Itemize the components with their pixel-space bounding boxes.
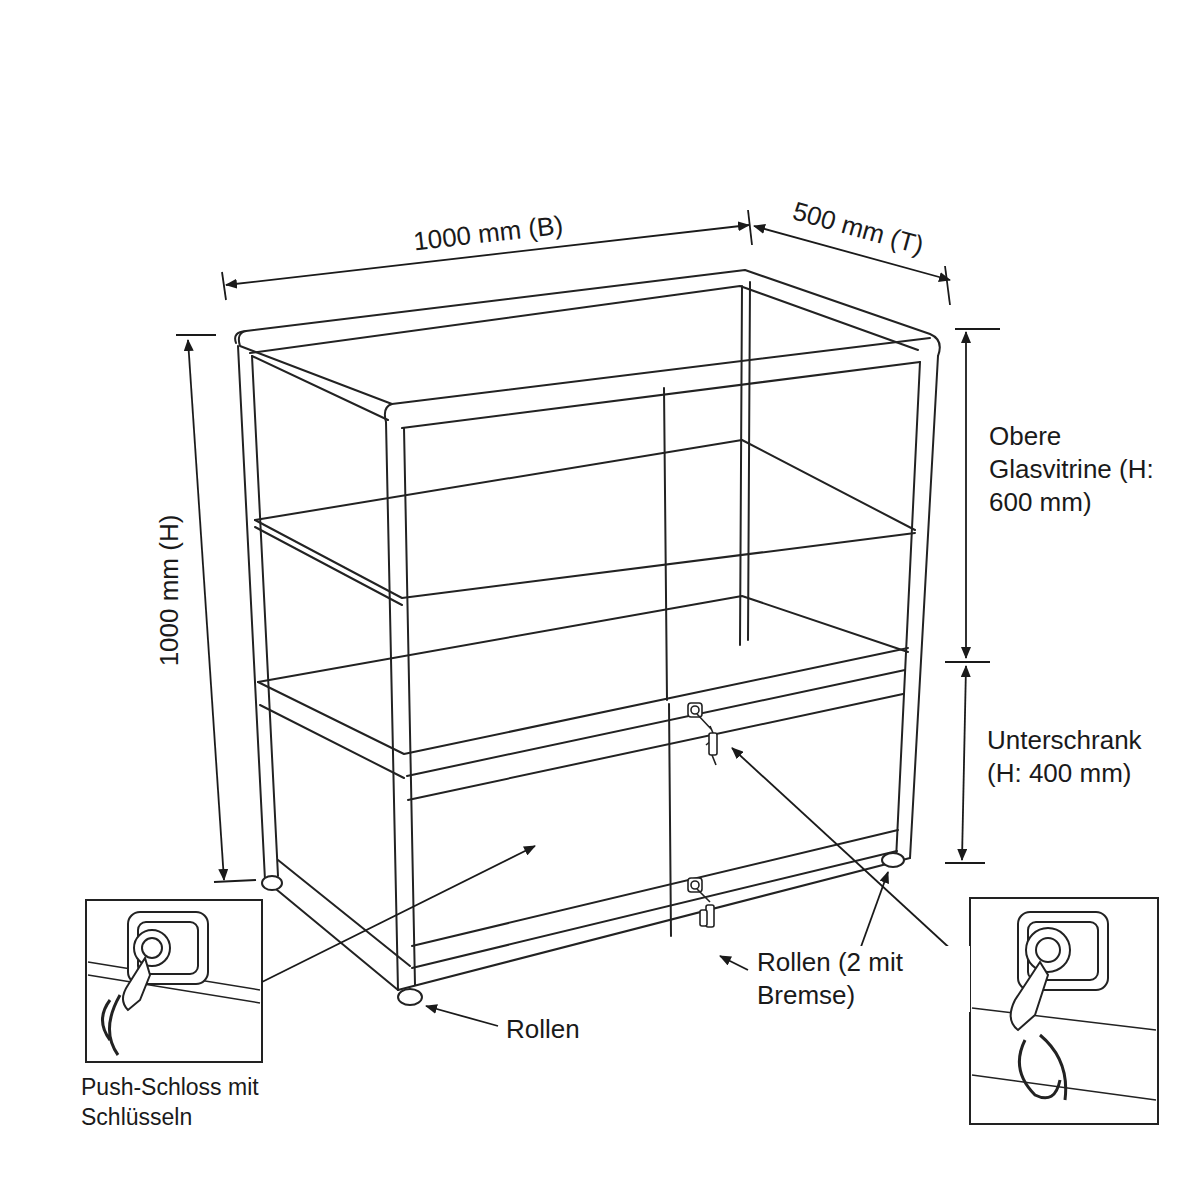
width-dimension: 1000 mm (B) xyxy=(408,208,567,258)
depth-dimension: 500 mm (T) xyxy=(786,193,930,262)
section-label: Obere Glasvitrine (H: 600 mm) xyxy=(986,420,1162,519)
lock-label: Push-Schloss mit Schlüsseln xyxy=(78,1072,269,1132)
lock-symbols xyxy=(688,703,717,927)
cabinet-frame xyxy=(235,270,940,990)
castor-label: Rollen (2 mit Bremse) xyxy=(754,946,970,1012)
dimension-lines xyxy=(176,210,1000,882)
castor-label: Rollen xyxy=(503,1013,583,1046)
section-label: Unterschrank (H: 400 mm) xyxy=(984,724,1185,790)
height-dimension: 1000 mm (H) xyxy=(153,511,186,669)
